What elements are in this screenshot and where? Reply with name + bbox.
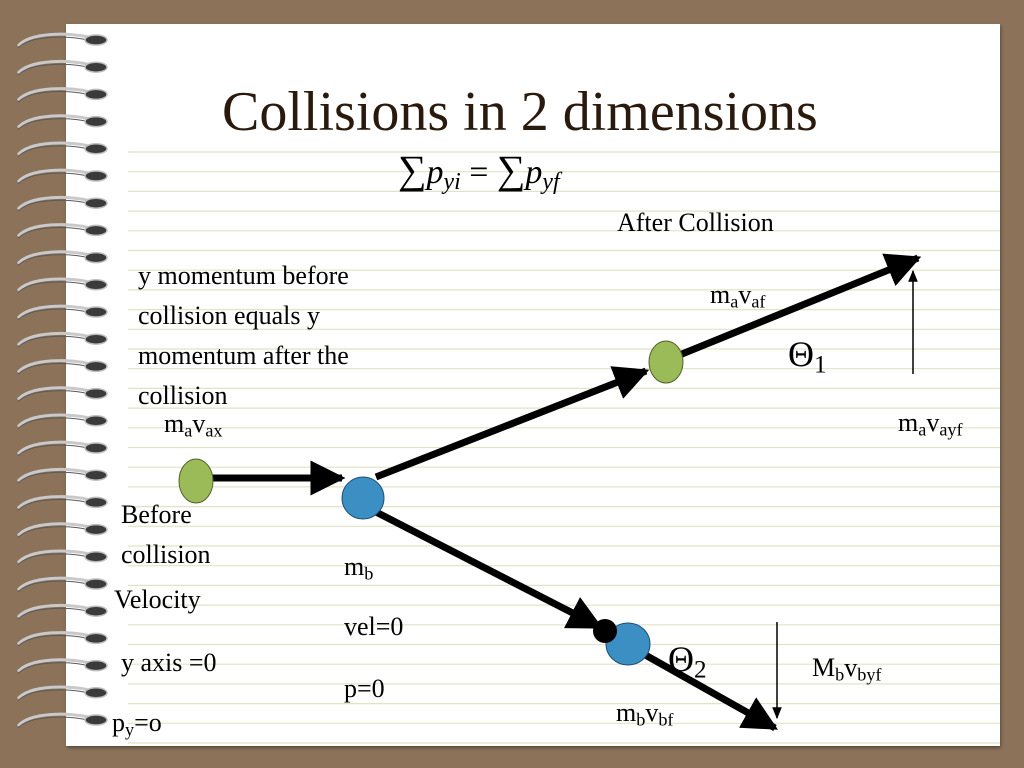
spiral-coil: [16, 114, 108, 130]
before-line-2: collision: [121, 540, 211, 569]
label-mava-ax: mavax: [164, 409, 223, 441]
spiral-coil: [16, 386, 108, 402]
spiral-coil: [16, 495, 108, 511]
ball-b-before: [341, 476, 385, 520]
label-mbvbf: mbvbf: [616, 698, 674, 730]
spiral-coil: [16, 467, 108, 484]
spiral-coil: [16, 250, 108, 266]
spiral-coil: [16, 685, 108, 702]
equals-sign: =: [469, 154, 489, 191]
label-vel0: vel=0: [344, 612, 404, 641]
spiral-coil: [16, 59, 108, 76]
theta-2-label: Θ2: [668, 639, 707, 684]
rhs-sub: yf: [542, 168, 560, 195]
spiral-coil: [16, 549, 108, 566]
momentum-equation: ∑pyi = ∑pyf: [398, 147, 560, 194]
sum-symbol-rhs: ∑: [496, 147, 526, 192]
spiral-coil: [16, 631, 108, 647]
before-line-1: Before: [121, 500, 192, 529]
spiral-coil: [16, 603, 108, 620]
ball-a-after: [648, 340, 684, 384]
ball-a-velocity-arrow: [648, 253, 922, 371]
ball-a-before: [178, 458, 214, 504]
description-text: y momentum before collision equals y mom…: [138, 261, 349, 410]
slide-title: Collisions in 2 dimensions: [222, 81, 818, 143]
spiral-coil: [16, 141, 108, 158]
spiral-coil: [16, 712, 108, 729]
slide-paper: [66, 24, 1000, 746]
lhs-sub: yi: [443, 168, 461, 195]
spiral-coil: [16, 440, 108, 457]
spiral-coil: [16, 304, 108, 321]
impact-dot: [593, 619, 617, 643]
sum-symbol-lhs: ∑: [398, 147, 427, 192]
spiral-coil: [16, 658, 108, 674]
after-collision-label: After Collision: [617, 208, 774, 237]
label-Mbvbyf: Mbvbyf: [812, 653, 882, 685]
spiral-coil: [16, 576, 108, 593]
spiral-coil: [16, 331, 108, 348]
label-mb: mb: [344, 552, 374, 584]
label-p0: p=0: [344, 674, 385, 703]
py-equals-label: py=o: [112, 708, 162, 740]
before-line-3: Velocity: [114, 585, 201, 614]
before-line-4: y axis =0: [121, 648, 217, 677]
spiral-coil: [16, 87, 108, 103]
spiral-coil: [16, 522, 108, 538]
spiral-coil: [16, 195, 108, 212]
spiral-coil: [16, 277, 108, 294]
spiral-coil: [16, 223, 108, 239]
label-mava-af: mavaf: [710, 280, 766, 312]
spiral-coil: [16, 168, 108, 185]
spiral-coil: [16, 359, 108, 375]
rhs-var: p: [525, 154, 543, 191]
spiral-coil: [16, 413, 108, 430]
spiral-coil: [16, 32, 108, 49]
theta-1-label: Θ1: [788, 334, 827, 379]
ball-b-after: [605, 622, 651, 666]
label-mava-ayf: mavayf: [898, 408, 963, 440]
ball-a-path-arrow: [374, 366, 650, 481]
lhs-var: p: [426, 154, 444, 191]
ball-b-path-arrow: [374, 508, 604, 631]
